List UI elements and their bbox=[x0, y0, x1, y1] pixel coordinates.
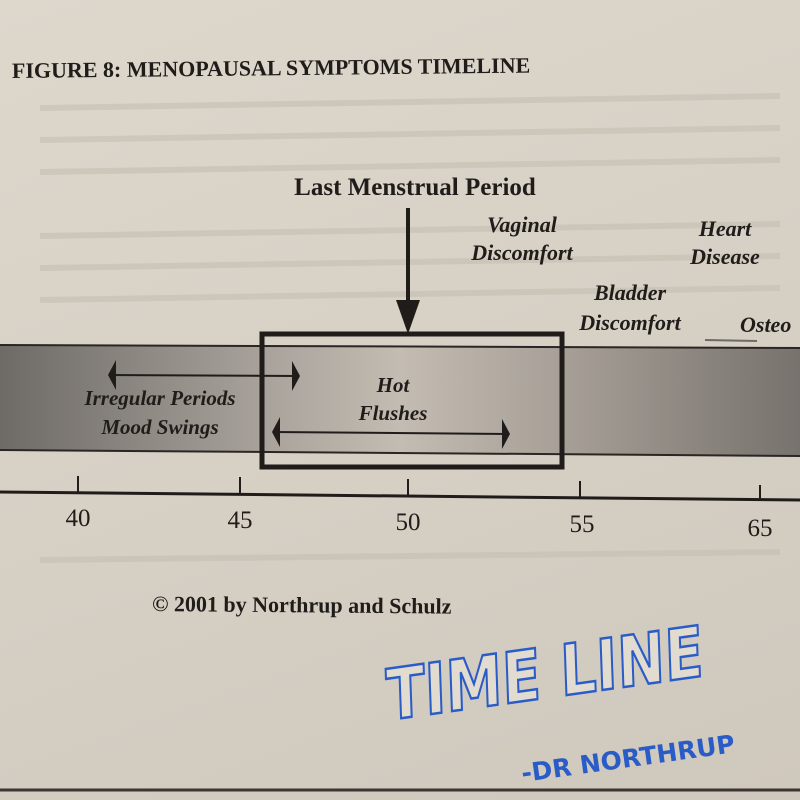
label-irregular-periods: Irregular Periods bbox=[83, 386, 235, 410]
tick-label-55: 55 bbox=[570, 511, 595, 538]
copyright: © 2001 by Northrup and Schulz bbox=[152, 591, 452, 619]
symptom-band bbox=[0, 345, 800, 456]
label-hot: Hot bbox=[376, 373, 411, 397]
label-vaginal: Vaginal bbox=[487, 212, 558, 237]
label-bladder: Bladder bbox=[593, 280, 667, 305]
band-bottom-line bbox=[0, 449, 800, 457]
axis-ticks bbox=[77, 476, 761, 500]
band-top-line bbox=[0, 344, 800, 349]
label-bladder-discomfort: Discomfort bbox=[578, 310, 681, 335]
tick-label-65: 65 bbox=[748, 515, 773, 542]
label-heart-disease: Disease bbox=[689, 244, 760, 269]
label-mood-swings: Mood Swings bbox=[100, 415, 218, 439]
osteo-underline bbox=[704, 339, 758, 342]
hot-flushes-range-arrow bbox=[272, 417, 510, 449]
figure-title: FIGURE 8: MENOPAUSAL SYMPTOMS TIMELINE bbox=[12, 53, 531, 83]
tick-label-40: 40 bbox=[66, 505, 91, 532]
overlay-author: -DR NORTHRUP bbox=[519, 729, 736, 788]
label-osteo: Osteo bbox=[740, 312, 791, 337]
irregular-periods-range-arrow bbox=[108, 360, 300, 391]
tick-label-45: 45 bbox=[228, 507, 253, 534]
age-axis bbox=[0, 490, 800, 502]
tick-label-50: 50 bbox=[396, 509, 421, 536]
overlay-title: TIME LINE bbox=[385, 611, 705, 738]
label-hot-flushes: Flushes bbox=[358, 401, 428, 425]
last-menstrual-period-label: Last Menstrual Period bbox=[294, 174, 536, 201]
label-vaginal-discomfort: Discomfort bbox=[470, 240, 573, 265]
menopause-box bbox=[259, 331, 565, 470]
lmp-arrow-head-icon bbox=[396, 300, 420, 334]
label-heart: Heart bbox=[698, 216, 752, 241]
